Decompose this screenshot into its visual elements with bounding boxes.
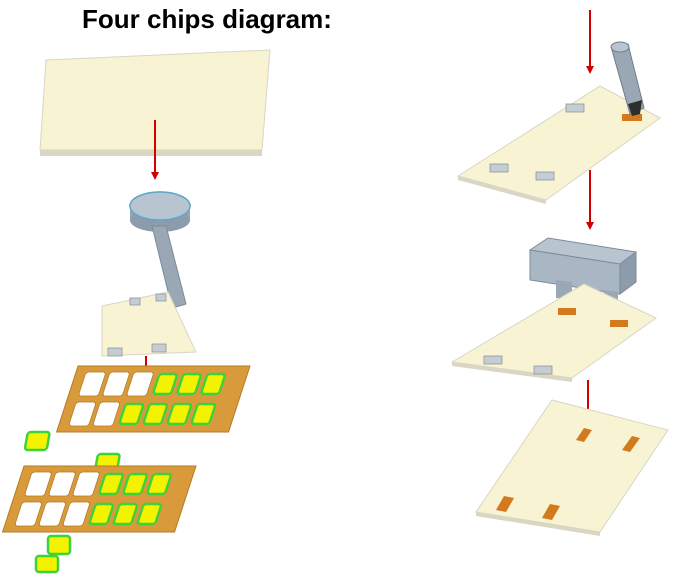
hot-press-tool: [528, 237, 638, 310]
glue-dispenser: [610, 41, 645, 116]
card-with-dispenser: [456, 85, 661, 204]
chip-strip-1: [55, 365, 251, 433]
loose-chip: [34, 534, 72, 574]
milling-tool: [129, 191, 191, 309]
page-title: Four chips diagram:: [82, 4, 332, 34]
card-with-pads: [450, 283, 657, 382]
chip-strip-2: [1, 465, 197, 533]
milled-card: [101, 291, 197, 357]
finished-card: [475, 399, 669, 536]
blank-card: [39, 49, 271, 156]
